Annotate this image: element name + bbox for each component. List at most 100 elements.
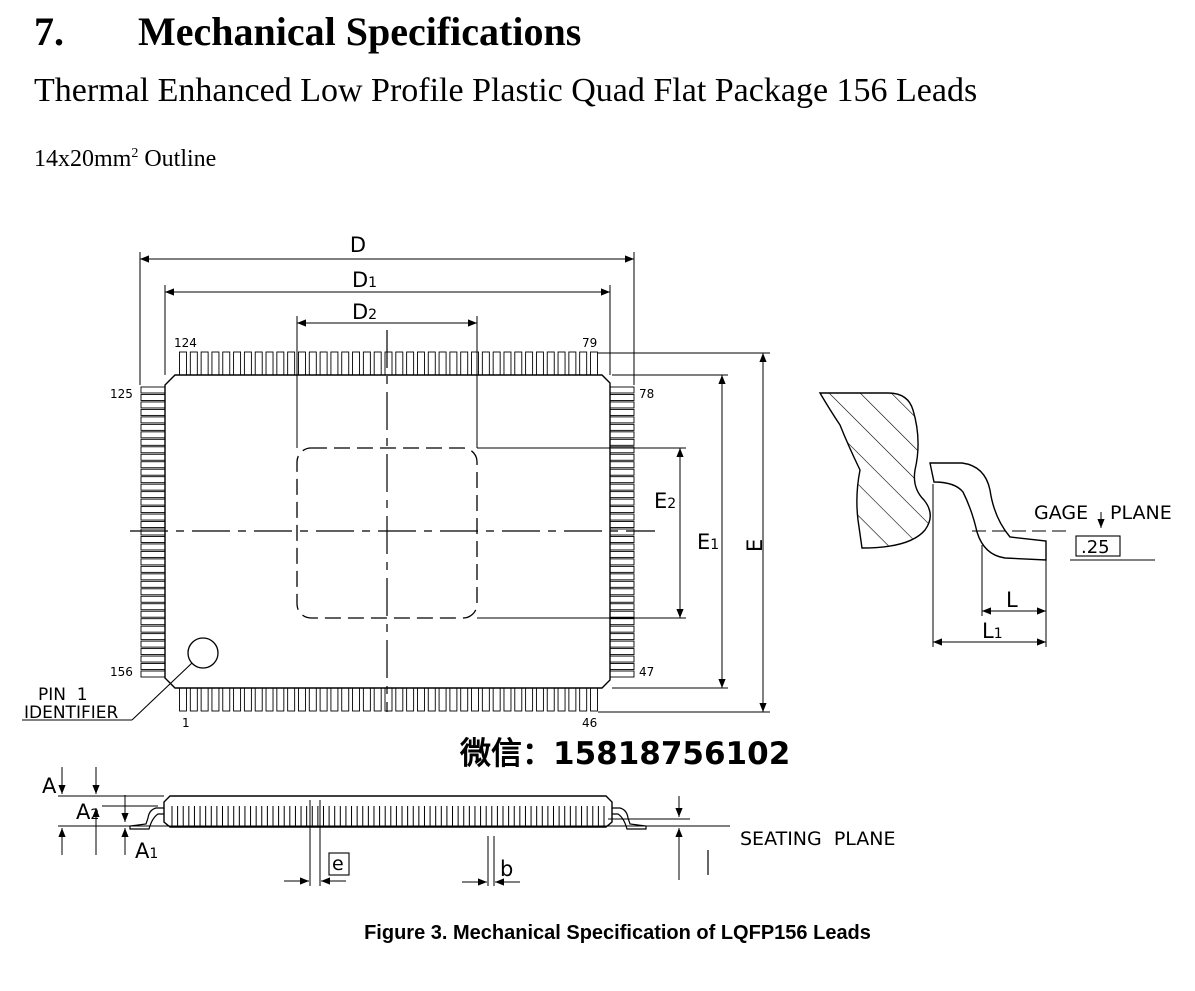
lead <box>395 351 404 376</box>
side-view: A A2 A1 e b SEATING PLANE <box>42 767 896 886</box>
section-number: 7. <box>34 9 64 54</box>
label-l1-sub: 1 <box>994 626 1003 642</box>
lead <box>254 351 263 376</box>
lead <box>609 408 635 416</box>
lead <box>568 351 577 376</box>
lead <box>140 640 166 648</box>
lead <box>330 351 339 376</box>
lead <box>140 610 166 618</box>
lead <box>140 663 166 670</box>
lead <box>211 351 220 376</box>
lead <box>254 687 263 712</box>
lead <box>140 543 166 551</box>
package-subtitle: Thermal Enhanced Low Profile Plastic Qua… <box>34 72 978 109</box>
label-b: b <box>500 857 513 881</box>
lead <box>481 351 490 376</box>
side-view-lead-ticks <box>171 806 605 826</box>
label-a1-base: A <box>135 839 150 863</box>
lead <box>492 351 501 376</box>
lead <box>609 491 635 499</box>
label-e: E <box>743 539 767 552</box>
lead <box>319 351 328 376</box>
lead <box>416 351 425 376</box>
lead <box>525 687 534 712</box>
lead <box>427 351 436 376</box>
gage-plane-label-left: GAGE <box>1034 502 1088 524</box>
lead <box>341 351 350 376</box>
label-a: A <box>42 774 57 798</box>
lead <box>373 351 382 376</box>
lead <box>609 461 635 469</box>
lead <box>406 687 415 712</box>
lead <box>609 648 635 656</box>
lead <box>481 687 490 712</box>
lead <box>609 498 635 506</box>
label-d2-base: D <box>352 300 368 324</box>
lead <box>189 351 198 376</box>
outline-size-superscript: 2 <box>131 146 139 161</box>
lead <box>200 687 209 712</box>
lead <box>609 483 635 491</box>
lead <box>222 687 231 712</box>
lead <box>140 521 166 528</box>
lead <box>438 351 447 376</box>
lead <box>449 351 458 376</box>
lead <box>406 351 415 376</box>
lead <box>140 506 166 514</box>
label-e-pitch: e <box>332 853 344 875</box>
lead <box>546 687 555 712</box>
label-d: D <box>350 233 366 257</box>
lead <box>525 351 534 376</box>
lead <box>140 453 166 461</box>
lead <box>503 687 512 712</box>
leads-right-column <box>609 386 635 678</box>
lead <box>609 543 635 551</box>
lead <box>609 416 635 424</box>
lead <box>140 573 166 581</box>
lead <box>140 498 166 506</box>
pin-number-1: 1 <box>182 716 190 730</box>
lead <box>609 595 635 603</box>
lead <box>140 550 166 558</box>
lead <box>609 394 635 401</box>
lead <box>140 595 166 603</box>
label-a2-base: A <box>76 800 91 824</box>
lead <box>179 687 187 712</box>
lead <box>535 351 544 376</box>
lead <box>276 351 285 376</box>
lead <box>590 351 598 376</box>
lead <box>243 687 252 712</box>
lead <box>140 408 166 416</box>
pin-number-124: 124 <box>174 336 197 350</box>
lead <box>609 618 635 626</box>
lead <box>609 633 635 641</box>
lead <box>557 687 566 712</box>
label-d1: D1 <box>352 268 377 292</box>
pin-number-78: 78 <box>639 387 654 401</box>
lead <box>140 461 166 469</box>
lead <box>352 351 361 376</box>
lead <box>319 687 328 712</box>
label-e1-sub: 1 <box>710 537 719 553</box>
pin-number-156: 156 <box>110 665 133 679</box>
lead <box>609 521 635 528</box>
lead <box>416 687 425 712</box>
wechat-watermark: 微信：15818756102 <box>460 736 791 772</box>
lead <box>140 670 166 678</box>
label-e2: E2 <box>654 489 676 513</box>
leads-left-column <box>140 386 166 678</box>
lead <box>460 687 469 712</box>
lead <box>140 633 166 641</box>
lead <box>609 513 635 521</box>
label-a2: A2 <box>76 800 99 824</box>
lead <box>449 687 458 712</box>
lead-detail-lead-shape <box>929 462 1047 561</box>
lead <box>140 648 166 656</box>
figure-caption: Figure 3. Mechanical Specification of LQ… <box>364 922 871 944</box>
lead <box>609 588 635 596</box>
label-l: L <box>1006 588 1018 612</box>
outline-suffix: Outline <box>138 146 217 172</box>
lead <box>233 687 242 712</box>
lead <box>609 476 635 484</box>
lead <box>179 351 187 376</box>
